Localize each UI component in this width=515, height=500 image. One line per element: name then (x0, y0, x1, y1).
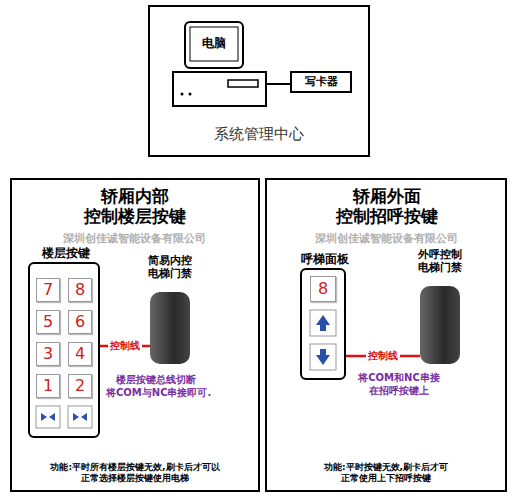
wiring-note: 将COM和NC串接 在招呼按键上 (356, 372, 442, 397)
inside-car-panel: 轿厢内部 控制楼层按键功能:平时所有楼层按键无效,刷卡后才可以 正常选择楼层按键… (10, 178, 260, 492)
floor-button: 2 (68, 374, 92, 398)
node-label: 楼层按键 (26, 245, 106, 262)
card-writer-box: 写卡器 (290, 71, 352, 93)
door-open-button (36, 406, 60, 428)
node-label: 8 (311, 277, 335, 301)
node-label: 呼梯面板 (290, 251, 360, 268)
function-note: 功能:平时按键无效,刷卡后才可 正常使用上下招呼按键 (283, 462, 489, 485)
computer-outline (172, 20, 267, 108)
node-label: 2 (69, 375, 91, 397)
floor-button: 7 (36, 278, 60, 302)
floor-button: 5 (36, 310, 60, 334)
node-label: 3 (37, 343, 59, 365)
call-button-panel: 呼梯面板8 (300, 268, 346, 380)
floor-button: 1 (36, 374, 60, 398)
floor-button: 6 (68, 310, 92, 334)
node-label: 8 (69, 279, 91, 301)
watermark: 深圳创佳诚智能设备有限公司 (270, 231, 502, 246)
outside-car-panel: 轿厢外面 控制招呼按键功能:平时按键无效,刷卡后才可 正常使用上下招呼按键 呼梯面… (265, 178, 507, 492)
floor-button-panel: 楼层按键78563412 (28, 262, 100, 438)
control-wire (267, 83, 290, 85)
call-up-button (310, 310, 336, 336)
node-label: 轿厢外面 控制招呼按键 (327, 186, 447, 227)
floor-button: 8 (68, 278, 92, 302)
wiring-note: 楼层按键总线切断 将COM与NC串接即可. (106, 374, 206, 399)
floor-button: 3 (36, 342, 60, 366)
node-label: 7 (37, 279, 59, 301)
card-reader: 外呼控制 电梯门禁 (420, 286, 460, 364)
door-close-button (68, 406, 92, 428)
node-label: 写卡器 (292, 73, 350, 91)
node-label: 6 (69, 311, 91, 333)
call-down-button (310, 344, 336, 370)
system-center-box: 系统管理中心 电脑写卡器 (148, 5, 370, 157)
node-label: 系统管理中心 (150, 125, 368, 144)
node-label: 外呼控制 电梯门禁 (408, 248, 472, 274)
call-floor-button: 8 (310, 276, 336, 302)
card-reader: 简易内控 电梯门禁 (150, 292, 190, 364)
node-label: 1 (37, 375, 59, 397)
wire-label: 控制线 (108, 339, 142, 353)
node-label: 简易内控 电梯门禁 (138, 254, 202, 280)
node-label: 电脑 (185, 35, 243, 52)
watermark: 深圳创佳诚智能设备有限公司 (16, 231, 252, 246)
node-label: 5 (37, 311, 59, 333)
node-label: 轿厢内部 控制楼层按键 (75, 186, 195, 227)
function-note: 功能:平时所有楼层按键无效,刷卡后才可以 正常选择楼层按键使用电梯 (30, 462, 240, 485)
computer: 电脑 (172, 20, 267, 108)
wire-label: 控制线 (366, 349, 400, 363)
floor-button: 4 (68, 342, 92, 366)
node-label: 4 (69, 343, 91, 365)
